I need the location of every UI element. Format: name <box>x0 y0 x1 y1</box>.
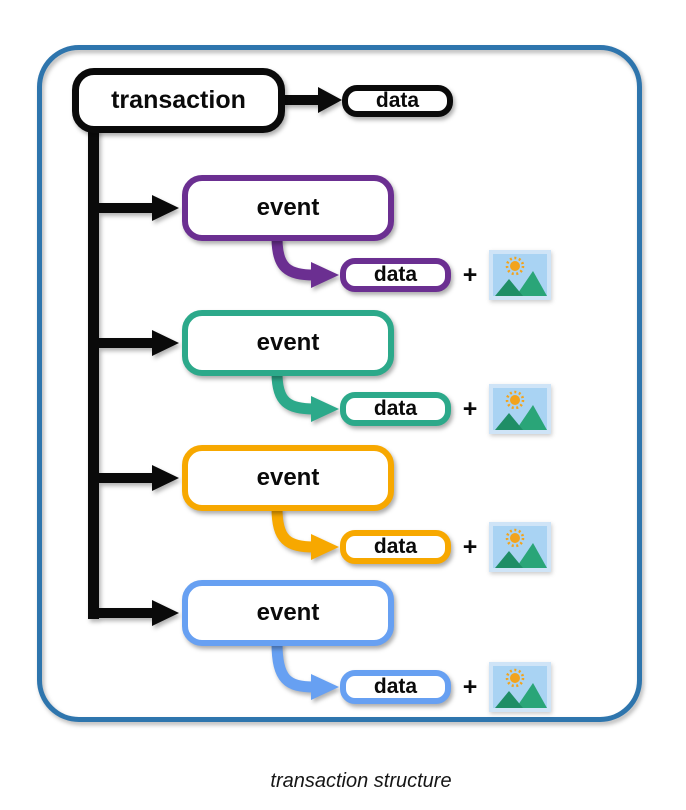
diagram-frame <box>37 45 642 722</box>
caption: transaction structure <box>270 770 452 792</box>
sun <box>510 673 520 683</box>
mountain-left <box>495 279 523 296</box>
plus-sign-4: + <box>462 672 478 701</box>
event-node-3: event <box>182 445 394 511</box>
data-node-3: data <box>340 530 451 564</box>
data-label: data <box>373 263 418 286</box>
data-label: data <box>373 535 418 558</box>
transaction-label: transaction <box>111 86 246 114</box>
plus-sign-3: + <box>462 532 478 561</box>
plus-sign-1: + <box>462 260 478 289</box>
event-node-4: event <box>182 580 394 646</box>
transaction-data-node: data <box>342 85 453 117</box>
event-label: event <box>256 194 320 221</box>
data-label: data <box>373 397 418 420</box>
transaction-node: transaction <box>72 68 285 133</box>
mountain-right <box>516 543 547 568</box>
event-label: event <box>256 329 320 356</box>
data-label: data <box>373 675 418 698</box>
mountain-left <box>495 551 523 568</box>
plus-sign-2: + <box>462 394 478 423</box>
sun-rays <box>505 390 525 410</box>
sun <box>510 395 520 405</box>
mountain-right <box>516 683 547 708</box>
mountain-left <box>495 413 523 430</box>
event-node-1: event <box>182 175 394 241</box>
transaction-data-label: data <box>375 89 420 112</box>
event-label: event <box>256 599 320 626</box>
sun <box>510 261 520 271</box>
mountain-right <box>516 271 547 296</box>
data-node-4: data <box>340 670 451 704</box>
data-node-1: data <box>340 258 451 292</box>
sun-rays <box>505 256 525 276</box>
image-icon <box>489 384 551 434</box>
event-label: event <box>256 464 320 491</box>
sun <box>510 533 520 543</box>
image-icon <box>489 522 551 572</box>
image-icon <box>489 662 551 712</box>
sun-rays <box>505 668 525 688</box>
image-icon <box>489 250 551 300</box>
mountain-right <box>516 405 547 430</box>
sun-rays <box>505 528 525 548</box>
data-node-2: data <box>340 392 451 426</box>
event-node-2: event <box>182 310 394 376</box>
mountain-left <box>495 691 523 708</box>
